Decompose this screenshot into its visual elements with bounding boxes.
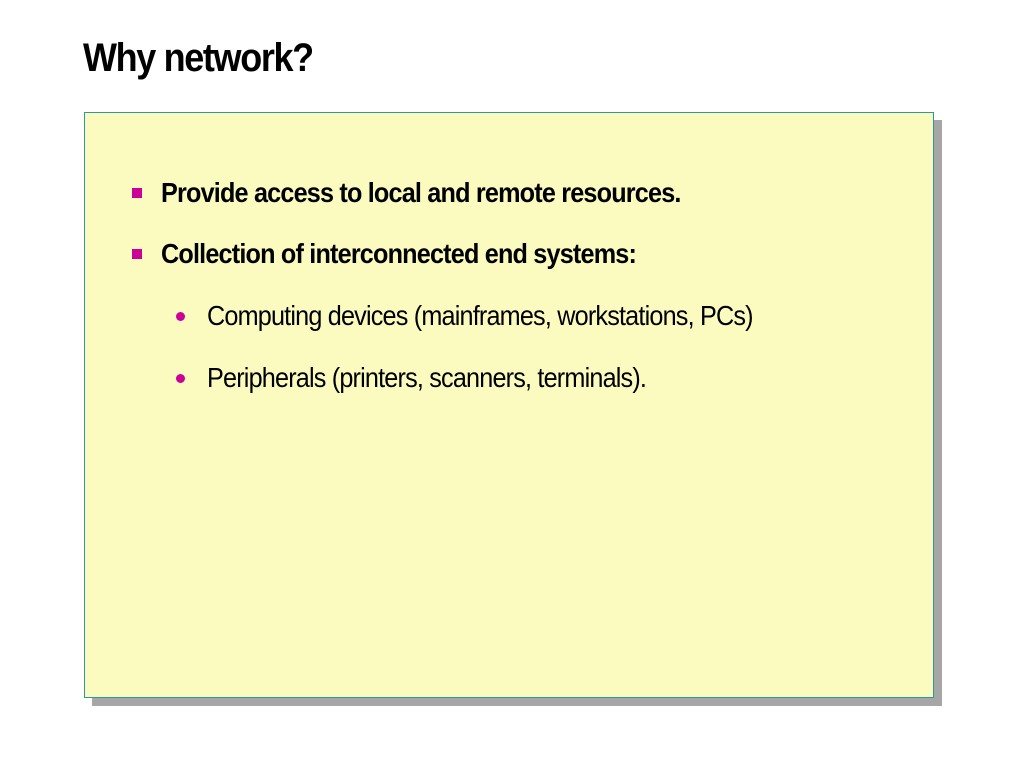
square-bullet-icon	[132, 249, 142, 259]
bullet-text: Collection of interconnected end systems…	[161, 238, 637, 269]
dot-bullet-icon	[176, 373, 185, 383]
bullet-item: Collection of interconnected end systems…	[132, 238, 689, 270]
square-bullet-icon	[132, 188, 142, 198]
bullet-item: Provide access to local and remote resou…	[132, 177, 738, 209]
dot-bullet-icon	[176, 311, 185, 321]
bullet-text: Provide access to local and remote resou…	[161, 177, 681, 208]
slide-title: Why network?	[83, 36, 314, 80]
sub-bullet-item: Peripherals (printers, scanners, termina…	[176, 362, 695, 394]
content-box	[84, 112, 934, 698]
sub-bullet-text: Peripherals (printers, scanners, termina…	[207, 362, 647, 393]
sub-bullet-item: Computing devices (mainframes, workstati…	[176, 300, 813, 332]
sub-bullet-text: Computing devices (mainframes, workstati…	[207, 300, 754, 331]
